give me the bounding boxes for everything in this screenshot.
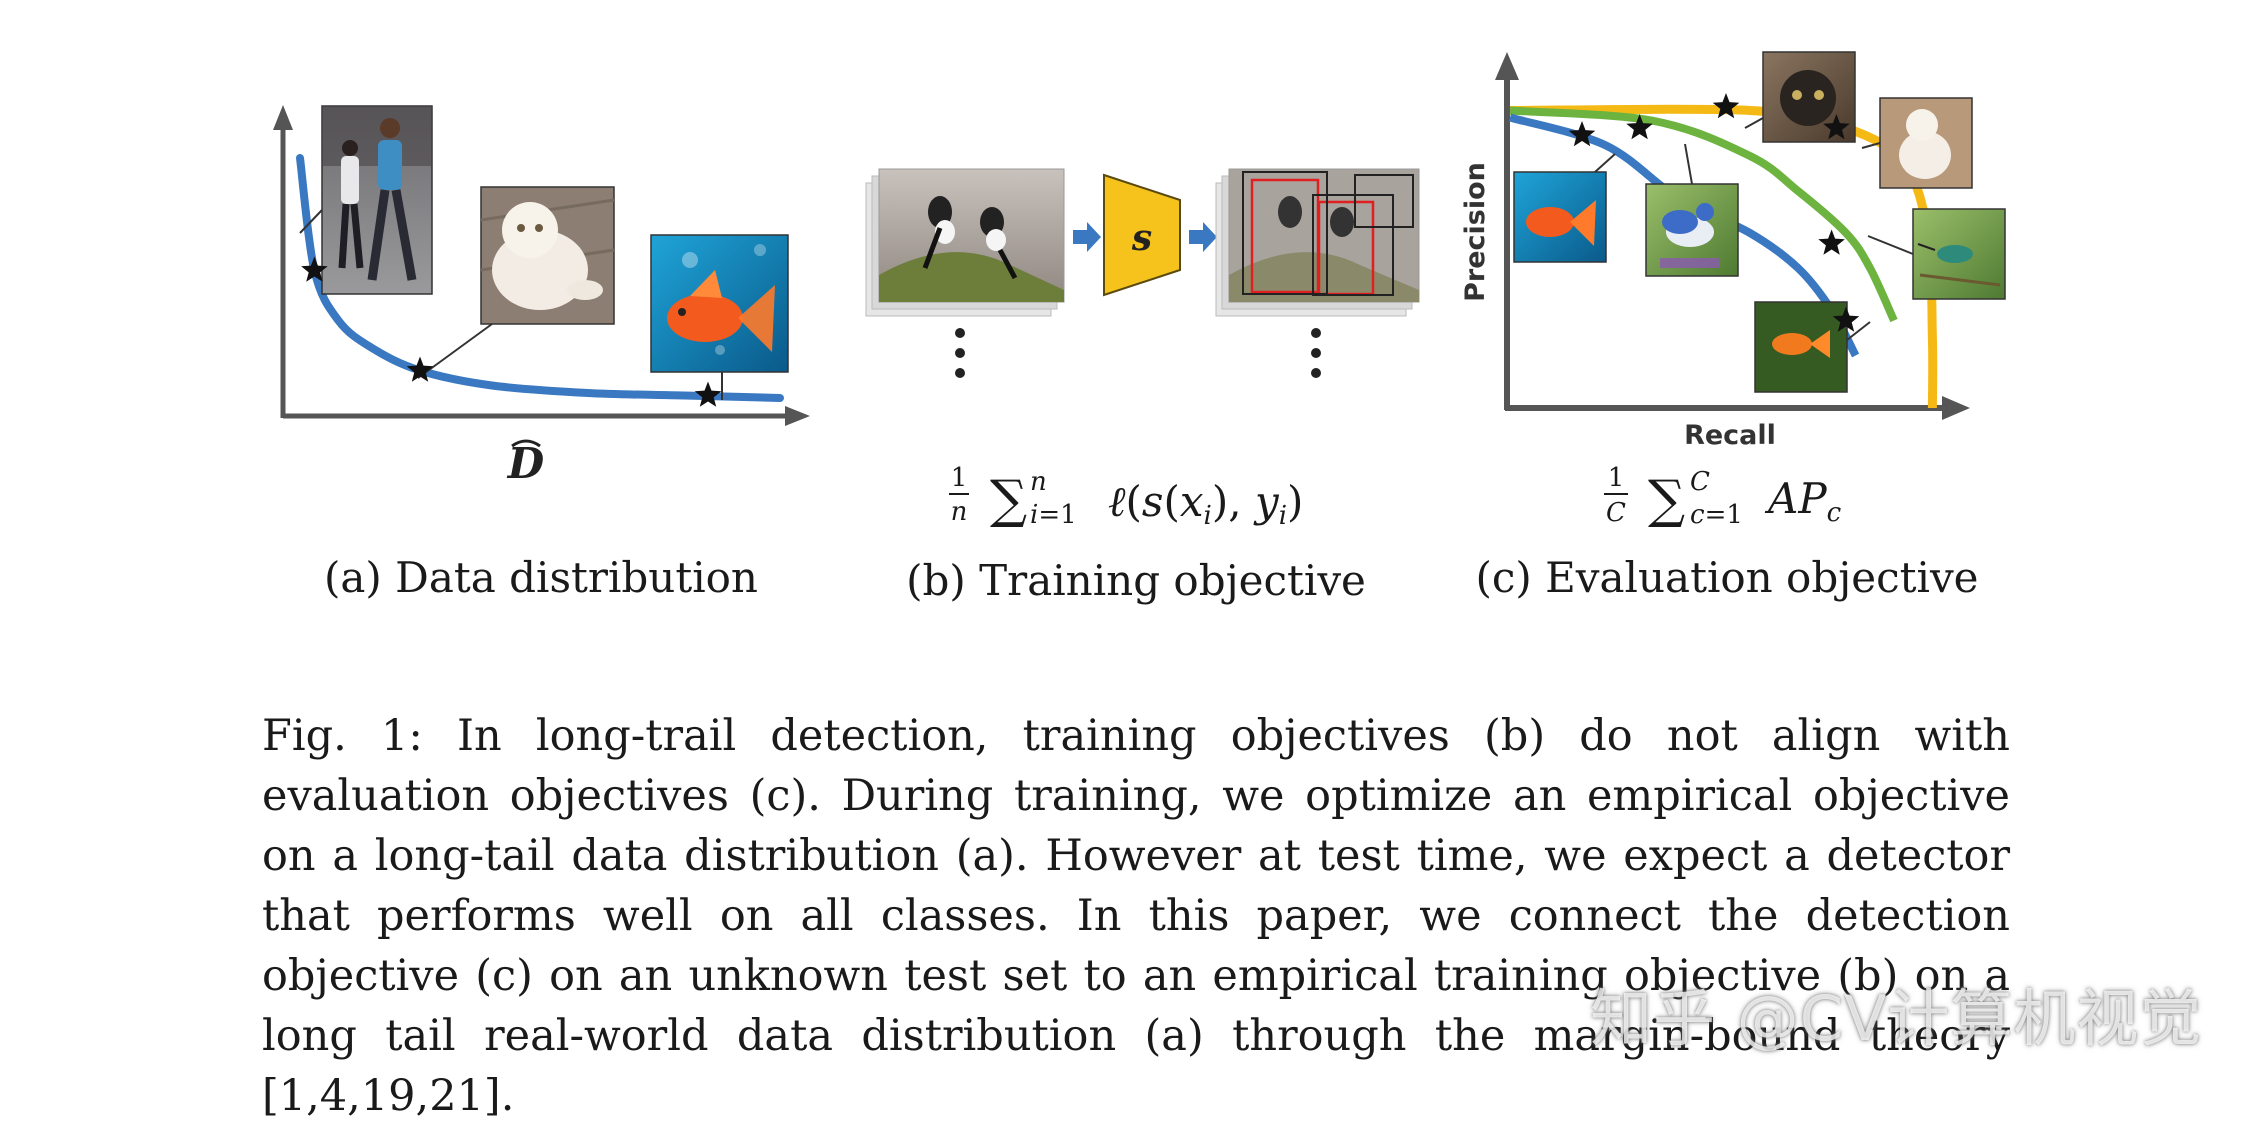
goldfish-photo [650,234,789,373]
cat-photo [480,186,615,325]
leader-line [1867,235,1914,255]
panel-b-caption: (b) Training objective [906,556,1366,605]
ellipsis-dot [1311,328,1321,338]
evaluation-objective-formula: 1 C ∑ C c=1 APc [1604,463,1842,530]
ellipsis-dot [1311,348,1321,358]
star-marker [1832,306,1860,332]
svg-text:c=1: c=1 [1690,500,1743,530]
panel-c: Recall Precision 1 C ∑ C c=1 APc (c) Eva… [1460,51,2006,602]
leader-line [1744,117,1764,129]
star-marker [406,356,434,382]
panel-c-x-label: Recall [1684,420,1776,451]
panel-b: s 1 n ∑ n i=1 [865,168,1420,605]
figure-canvas: D (a) Data distribution s [273,51,2006,605]
ellipsis-dot [955,328,965,338]
hat-accent [511,439,541,448]
panel-a-markers [301,256,722,407]
panel-c-y-arrow [1495,52,1519,80]
goldfish-photo [1513,171,1607,263]
panel-c-caption: (c) Evaluation objective [1475,553,1978,602]
svg-text:n: n [951,497,968,527]
svg-text:∑: ∑ [990,470,1027,530]
panel-a: D (a) Data distribution [273,105,810,602]
svg-text:i=1: i=1 [1030,500,1077,530]
pr-curve-green [1509,106,1898,323]
panel-c-markers [1568,93,1860,332]
bluejay-photo [1645,183,1739,277]
flow-arrow-icon [1087,222,1101,252]
panel-c-y-label: Precision [1460,162,1491,302]
training-objective-formula: 1 n ∑ n i=1 ℓ(s(xi), yi) [949,463,1303,531]
star-marker [1626,114,1653,140]
flow-arrow-shaft [1073,230,1087,244]
panel-a-axis-symbol: D [507,439,545,488]
hummingbird-photo [1912,208,2006,300]
leader-line [417,323,493,379]
star-marker [1823,114,1850,140]
panel-a-y-arrow [273,105,293,130]
svg-text:∑: ∑ [1648,470,1685,530]
panel-c-x-arrow [1942,396,1970,420]
input-image-stack [865,168,1065,317]
ellipsis-dot [955,368,965,378]
svg-text:n: n [1030,467,1047,497]
svg-text:1: 1 [1608,463,1625,493]
leader-line [1861,142,1881,149]
watermark: 知乎 @CV计算机视觉 [1590,982,2203,1055]
svg-text:1: 1 [951,463,968,493]
flow-arrow-shaft [1189,230,1203,244]
fluffy-cat-photo [1879,97,1973,189]
panel-a-caption: (a) Data distribution [324,553,758,602]
flow-arrow-icon [1203,222,1217,252]
svg-text:C: C [1690,467,1710,497]
star-marker [1568,121,1596,147]
star-marker [301,256,328,282]
model-s-label: s [1131,217,1152,259]
output-image-stack [1215,168,1420,317]
small-goldfish-photo [1754,301,1848,393]
star-marker [1818,229,1845,255]
svg-text:APc: APc [1764,474,1842,528]
svg-text:C: C [1606,498,1626,528]
model-s-box [1103,173,1181,297]
leader-line [299,209,323,234]
panel-a-x-arrow [785,406,810,426]
svg-text:ℓ(s(xi), yi): ℓ(s(xi), yi) [1108,477,1303,531]
star-marker [694,381,722,407]
figure-caption: Fig. 1: In long-trail detection, trainin… [262,711,2010,1121]
ellipsis-dot [1311,368,1321,378]
leader-line [1594,153,1616,173]
ellipsis-dot [955,348,965,358]
leader-line [1846,321,1871,341]
leader-line [1684,143,1693,185]
pedestrian-photo [321,105,433,295]
star-marker [1712,93,1740,119]
